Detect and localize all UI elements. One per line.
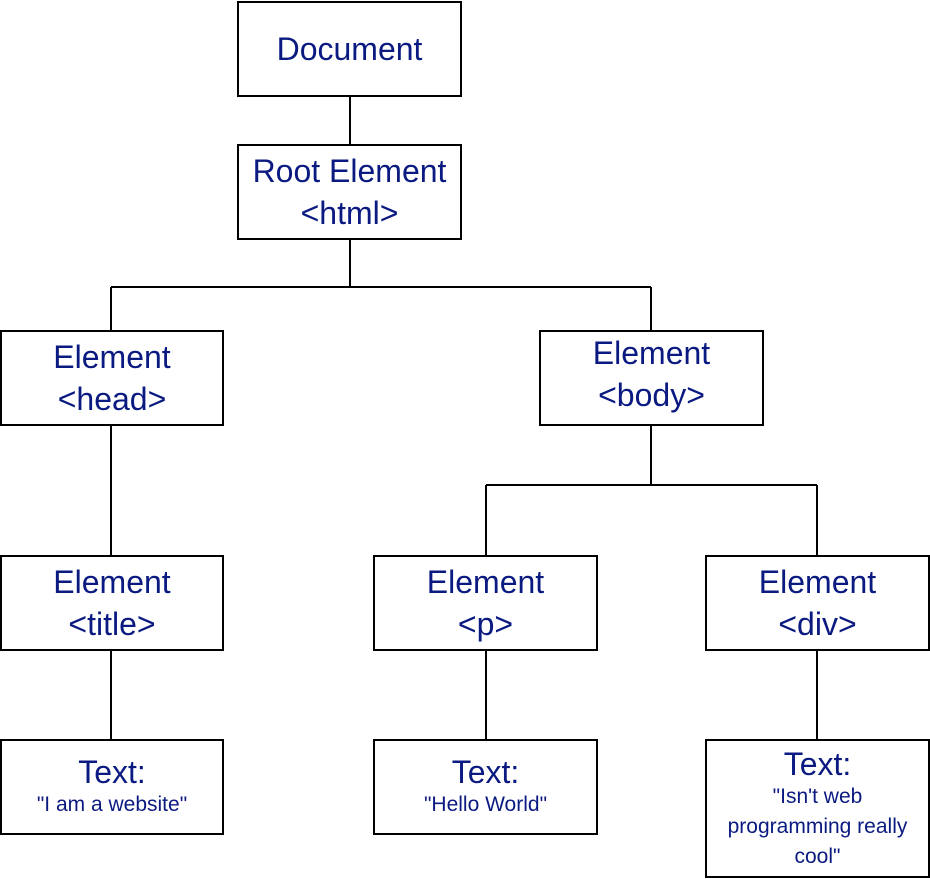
node-document: Document [237,1,462,97]
node-div-tag: <div> [778,606,857,642]
node-title-label: Element [53,564,171,600]
node-p-label: Element [426,564,545,600]
node-root-label: Root Element [252,153,447,189]
node-text-p: Text: "Hello World" [373,739,598,835]
node-title-element: Element <title> [0,555,224,651]
node-div-element: Element <div> [705,555,930,651]
node-head-label: Element [53,339,171,375]
node-root-element: Root Element <html> [237,144,462,240]
node-text-title-label: Text: [78,754,146,790]
node-title-tag: <title> [68,606,156,642]
node-head-element: Element <head> [0,330,224,426]
node-document-label: Document [276,31,423,67]
node-p-element: Element <p> [373,555,598,651]
node-body-tag: <body> [598,377,705,413]
node-text-title: Text: "I am a website" [0,739,224,835]
node-text-div-label: Text: [783,745,852,782]
node-text-div: Text: "Isn't web programming really cool… [705,739,930,878]
node-p-tag: <p> [457,606,514,642]
node-body-label: Element [592,335,711,371]
node-text-title-value: "I am a website" [36,793,188,816]
node-text-div-value: "Isn't web programming really cool" [727,784,908,868]
node-head-tag: <head> [57,381,167,417]
node-root-tag: <html> [300,195,399,231]
node-div-label: Element [758,564,877,600]
node-text-p-label: Text: [451,754,520,790]
node-text-p-value: "Hello World" [423,793,548,816]
node-body-element: Element <body> [539,330,764,426]
